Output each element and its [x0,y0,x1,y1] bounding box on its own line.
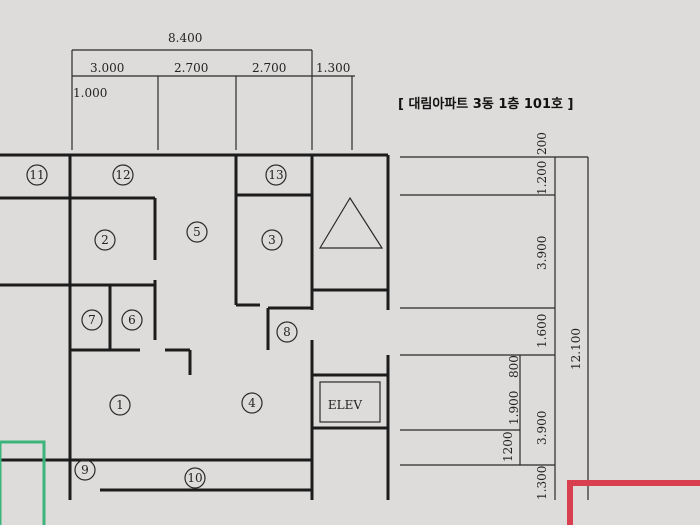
svg-text:200: 200 [535,132,549,155]
room-2-label: 2 [101,233,109,247]
elevator-label: ELEV [328,398,362,412]
room-2-circle [94,229,116,251]
room-8-circle [276,321,298,343]
room-12-label: 12 [115,168,130,182]
room-5-circle [186,221,208,243]
room-3-label: 3 [268,233,276,247]
svg-text:1.200: 1.200 [535,161,549,195]
svg-text:800: 800 [507,355,521,378]
room-9-circle [74,459,96,481]
svg-text:1.600: 1.600 [535,314,549,348]
svg-text:3.900: 3.900 [535,236,549,270]
room-12-circle [112,164,134,186]
room-11-label: 11 [29,168,44,182]
svg-text:1.300: 1.300 [535,466,549,500]
room-13-label: 13 [268,168,283,182]
page-title: [ 대림아파트 3동 1층 101호 ] [398,97,574,112]
svg-text:12.100: 12.100 [569,328,583,370]
svg-text:3.900: 3.900 [535,411,549,445]
room-13-circle [265,164,287,186]
svg-text:1.900: 1.900 [507,391,521,425]
right-dimension-lines [400,156,589,500]
dim-total-width: 8.400 [168,31,202,45]
right-dimension-labels: 200 1.200 3.900 1.600 800 1.900 1200 1.3… [501,132,583,500]
room-6-circle [121,309,143,331]
dim-sub: 1.000 [73,86,107,100]
dim-seg-1: 3.000 [90,61,124,75]
room-10-label: 10 [187,471,202,485]
room-9-label: 9 [81,463,89,477]
stair-symbol [318,196,384,249]
room-7-label: 7 [88,313,96,327]
room-4-label: 4 [248,396,256,410]
stamp-logo [0,440,700,525]
room-7-circle [81,309,103,331]
svg-text:1200: 1200 [501,431,515,462]
walls [0,153,390,500]
room-1-circle [109,394,131,416]
top-dimension-lines [71,49,355,150]
room-6-label: 6 [128,313,136,327]
room-1-label: 1 [116,398,124,412]
elevator-box [319,381,381,423]
room-3-circle [261,229,283,251]
dim-seg-4: 1.300 [316,61,350,75]
dim-seg-2: 2.700 [174,61,208,75]
room-10-circle [184,467,206,489]
room-8-label: 8 [283,325,291,339]
room-5-label: 5 [193,225,201,239]
dim-seg-3: 2.700 [252,61,286,75]
room-4-circle [241,392,263,414]
room-11-circle [26,164,48,186]
